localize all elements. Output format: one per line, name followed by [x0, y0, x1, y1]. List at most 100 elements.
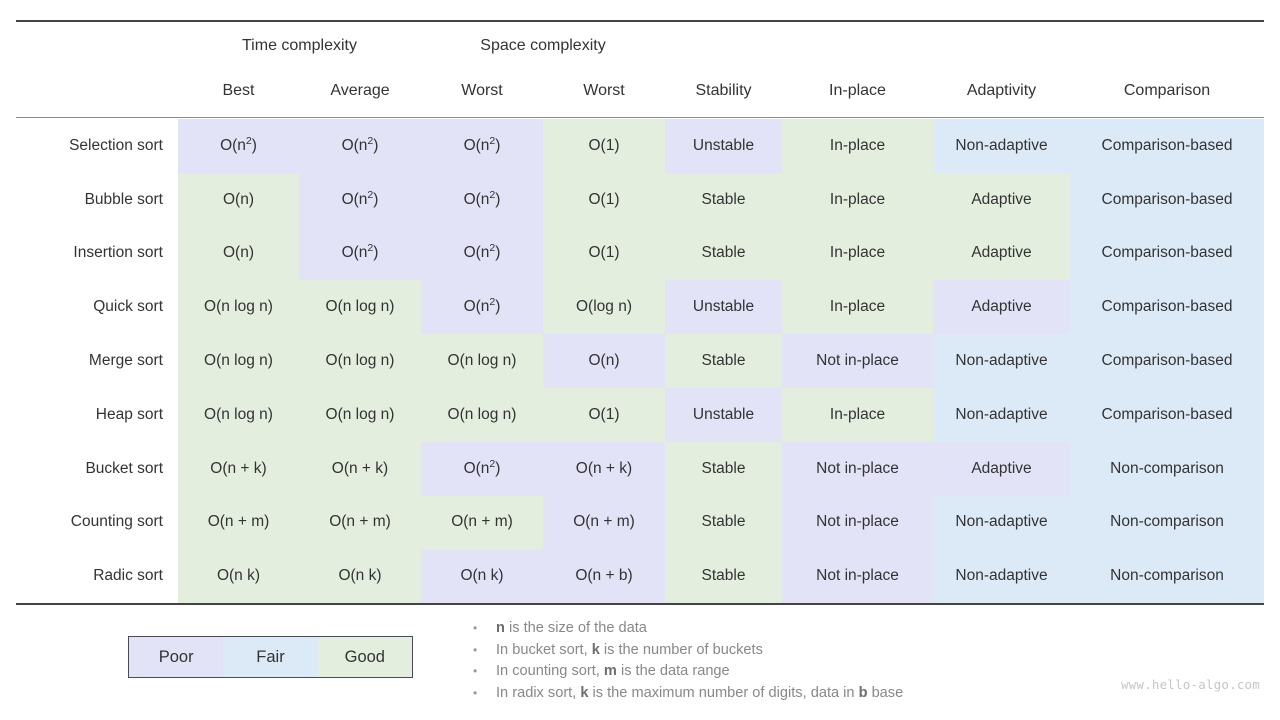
sorting-comparison-table: Time complexity Space complexity Best Av… [16, 20, 1264, 609]
attribute-cell-stability: Stable [665, 172, 782, 227]
attribute-cell-in-place: Not in-place [782, 495, 933, 550]
header-group-space: Space complexity [480, 37, 606, 54]
footnote-item: •In bucket sort, k is the number of buck… [470, 640, 1030, 662]
header-group-row: Time complexity Space complexity [16, 25, 1264, 69]
complexity-cell-average: O(n log n) [299, 334, 421, 388]
legend-label-poor: Poor [158, 647, 194, 666]
bullet-icon: • [473, 621, 478, 635]
complexity-cell-best: O(n + k) [178, 441, 299, 496]
complexity-cell-space: O(n + m) [543, 495, 665, 550]
attribute-cell-adaptivity: Non-adaptive [933, 549, 1070, 605]
footnote-item: •In radix sort, k is the maximum number … [470, 683, 1030, 705]
complexity-cell-worst: O(n log n) [421, 334, 543, 388]
complexity-cell-space: O(1) [543, 226, 665, 281]
algorithm-name-cell: Bucket sort [16, 441, 178, 496]
header-adaptivity: Adaptivity [966, 82, 1037, 99]
complexity-cell-average: O(n log n) [299, 280, 421, 335]
complexity-cell-space: O(1) [543, 387, 665, 442]
algorithm-name-cell: Heap sort [16, 387, 178, 442]
attribute-cell-comparison: Non-comparison [1070, 495, 1264, 550]
attribute-cell-in-place: In-place [782, 226, 933, 281]
attribute-cell-stability: Stable [665, 549, 782, 605]
attribute-cell-adaptivity: Non-adaptive [933, 387, 1070, 442]
header-spacer [16, 25, 178, 69]
attribute-cell-in-place: In-place [782, 280, 933, 335]
complexity-cell-worst: O(n2) [421, 280, 543, 335]
header-in-place: In-place [829, 82, 886, 99]
attribute-cell-comparison: Non-comparison [1070, 441, 1264, 496]
attribute-cell-adaptivity: Adaptive [933, 441, 1070, 496]
algorithm-name-cell: Bubble sort [16, 172, 178, 227]
attribute-cell-comparison: Non-comparison [1070, 549, 1264, 605]
complexity-cell-worst: O(n2) [421, 172, 543, 227]
complexity-cell-best: O(n) [178, 172, 299, 227]
complexity-cell-worst: O(n2) [421, 119, 543, 173]
attribute-cell-in-place: Not in-place [782, 334, 933, 388]
attribute-cell-in-place: Not in-place [782, 441, 933, 496]
complexity-cell-space: O(n + b) [543, 549, 665, 605]
complexity-cell-average: O(n2) [299, 172, 421, 227]
attribute-cell-stability: Stable [665, 226, 782, 281]
header-best: Best [222, 82, 255, 99]
complexity-cell-space: O(n + k) [543, 441, 665, 496]
header-group-attrs-spacer [665, 25, 1264, 69]
complexity-cell-best: O(n k) [178, 549, 299, 605]
attribute-cell-adaptivity: Adaptive [933, 280, 1070, 335]
header-sub-row: Best Average Worst Worst Stability In-pl… [16, 69, 1264, 118]
attribute-cell-adaptivity: Adaptive [933, 172, 1070, 227]
attribute-cell-in-place: Not in-place [782, 549, 933, 605]
attribute-cell-stability: Unstable [665, 119, 782, 173]
complexity-cell-worst: O(n2) [421, 226, 543, 281]
legend-segment-poor: Poor [129, 637, 224, 677]
complexity-cell-average: O(n2) [299, 226, 421, 281]
header-comparison: Comparison [1123, 82, 1211, 99]
complexity-cell-average: O(n2) [299, 119, 421, 173]
attribute-cell-stability: Stable [665, 495, 782, 550]
attribute-cell-comparison: Comparison-based [1070, 172, 1264, 227]
bullet-icon: • [473, 685, 478, 700]
complexity-cell-best: O(n + m) [178, 495, 299, 550]
complexity-cell-space: O(n) [543, 334, 665, 388]
complexity-cell-average: O(n k) [299, 549, 421, 605]
table-bottom-rule [16, 603, 1264, 609]
complexity-cell-space: O(1) [543, 119, 665, 173]
header-name [16, 69, 178, 118]
site-watermark: www.hello-algo.com [1120, 677, 1260, 692]
footnote-item: • n is the size of the data [470, 618, 1030, 640]
attribute-cell-adaptivity: Non-adaptive [933, 495, 1070, 550]
attribute-cell-comparison: Comparison-based [1070, 280, 1264, 335]
complexity-cell-worst: O(n2) [421, 441, 543, 496]
attribute-cell-adaptivity: Non-adaptive [933, 119, 1070, 173]
header-stability: Stability [695, 82, 752, 99]
attribute-cell-comparison: Comparison-based [1070, 387, 1264, 442]
footnote-text: n is the size of the data [496, 620, 647, 636]
complexity-cell-space: O(1) [543, 172, 665, 227]
complexity-cell-worst: O(n k) [421, 549, 543, 605]
legend-segment-good: Good [317, 637, 412, 677]
complexity-cell-best: O(n log n) [178, 387, 299, 442]
attribute-cell-comparison: Comparison-based [1070, 226, 1264, 281]
complexity-cell-best: O(n) [178, 226, 299, 281]
complexity-cell-best: O(n2) [178, 119, 299, 173]
footnotes-list: • n is the size of the data •In bucket sor… [470, 618, 1030, 704]
legend-label-good: Good [344, 647, 385, 666]
algorithm-name-cell: Counting sort [16, 495, 178, 550]
bullet-icon: • [473, 642, 478, 657]
algorithm-name-cell: Selection sort [16, 119, 178, 173]
header-group-time: Time complexity [242, 37, 357, 54]
complexity-cell-average: O(n log n) [299, 387, 421, 442]
attribute-cell-adaptivity: Non-adaptive [933, 334, 1070, 388]
complexity-cell-average: O(n + m) [299, 495, 421, 550]
header-average: Average [330, 82, 390, 99]
attribute-cell-in-place: In-place [782, 172, 933, 227]
